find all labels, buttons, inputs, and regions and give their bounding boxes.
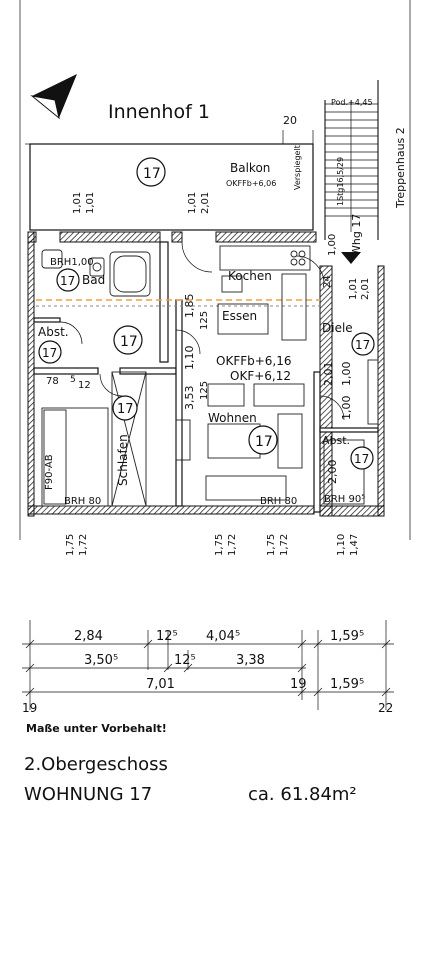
unit-marker-wohnen [248,425,278,455]
brh-mid: BRH 80 [260,496,297,507]
level-balkon: OKFFb+6,06 [226,179,276,188]
f90-label: F90-AB [44,454,55,490]
unit-marker-flur [113,325,143,355]
unit-number-schlafen: 17 [117,402,134,417]
room-schlafen: Schlafen [116,434,130,486]
disclaimer: Maße unter Vorbehalt! [26,722,167,735]
dim-353: 3,53 [183,386,196,411]
dimension-chain-lines [22,620,394,710]
dim-whg-100: 1,00 [327,234,338,256]
dim-201-top: 2,01 [360,278,371,300]
unit-marker-abst-left [38,340,62,364]
dim-20: 20 [283,114,297,127]
sill4-top: 1,10 [336,534,347,556]
dim-chain-row3-a: 7,01 [146,677,175,692]
dim-chain-row2-b: 12⁵ [174,653,196,668]
dim-chain-row3-c: 1,59⁵ [330,677,364,692]
room-essen: Essen [222,309,257,323]
win2-top: 1,01 [187,192,198,214]
dim-201: 2,01 [322,362,335,387]
unit-number-flur: 17 [120,334,138,350]
dim-chain-row1-c: 4,04⁵ [206,629,240,644]
dim-101-top: 1,01 [348,278,359,300]
dim-100a: 1,00 [340,362,353,387]
dim-chain-end-right: 22 [378,701,393,715]
unit-marker-bad [56,268,80,292]
unit-number-diele: 17 [355,338,370,352]
brh-left: BRH 80 [64,496,101,507]
unit-number-bad: 17 [60,274,75,288]
sill1-top: 1,75 [65,534,76,556]
brh-right: BRH 90⁵ [324,494,365,505]
dim-110: 1,10 [183,346,196,371]
bad-brh: BRH1,00 [50,257,94,268]
doors [59,241,345,421]
apartment-label: WOHNUNG 17 [24,784,152,805]
dim-chain-row1-b: 12⁵ [156,629,178,644]
unit-number-balkon: 17 [143,166,161,182]
unit-number-wohnen: 17 [255,434,273,450]
dim-78: 78 [46,376,59,387]
dim-chain-row3-b: 19 [290,677,307,692]
sill4-bot: 1,47 [349,534,360,556]
unit-number-abst-left: 17 [42,346,57,360]
dim-chain-row1-d: 1,59⁵ [330,629,364,644]
win2-bot: 2,01 [200,192,211,214]
dim-chain-end-left: 19 [22,701,37,715]
win1-bot: 1,01 [85,192,96,214]
room-abst-right: Abst. [322,434,350,447]
area-label: ca. 61.84m² [248,784,357,805]
mirror-label: Verspiegelt [293,145,302,190]
room-abst-left: Abst. [38,325,69,339]
stair-label: Treppenhaus 2 [394,127,407,209]
dim-125b: 125 [199,381,210,400]
sill2-bot: 1,72 [227,534,238,556]
stairwell [324,80,379,264]
room-kochen: Kochen [228,269,272,283]
unit-marker-schlafen [112,395,138,421]
unit-marker-balkon [136,157,166,187]
pod-label: Pod.+4,45 [331,98,373,107]
dim-100b: 1,00 [340,396,353,421]
floor-label: 2.Obergeschoss [24,754,168,775]
balcony [25,130,314,231]
room-wohnen: Wohnen [208,411,257,425]
courtyard-label: Innenhof 1 [108,101,210,123]
win1-top: 1,01 [72,192,83,214]
level-ffb: OKFFb+6,16 [216,354,292,368]
stair-note: 1Stg16,5/29 [336,157,345,206]
furniture [41,245,379,507]
sill1-bot: 1,72 [78,534,89,556]
dim-chain-row1-a: 2,84 [74,629,103,644]
unit-number-abst-right: 17 [354,452,369,466]
dim-12: 12 [78,380,91,391]
level-okf: OKF+6,12 [230,369,291,383]
sill2-top: 1,75 [214,534,225,556]
sill3-bot: 1,72 [279,534,290,556]
dim-125a: 125 [199,311,210,330]
north-arrow-icon [30,74,77,120]
unit-marker-diele [351,332,375,356]
room-bad: Bad [82,273,105,287]
dim-chain-row2-a: 3,50⁵ [84,653,118,668]
unit-marker-abst-right [350,446,374,470]
dim-5: 5 [70,375,76,385]
room-balkon: Balkon [230,161,270,175]
dim-185: 1,85 [183,294,196,319]
sill3-top: 1,75 [266,534,277,556]
whg-label: Whg 17 [350,214,363,256]
dim-chain-row2-c: 3,38 [236,653,265,668]
dim-200: 2,00 [326,460,339,485]
dim-24: 24 [322,275,333,288]
room-diele: Diele [322,321,353,335]
